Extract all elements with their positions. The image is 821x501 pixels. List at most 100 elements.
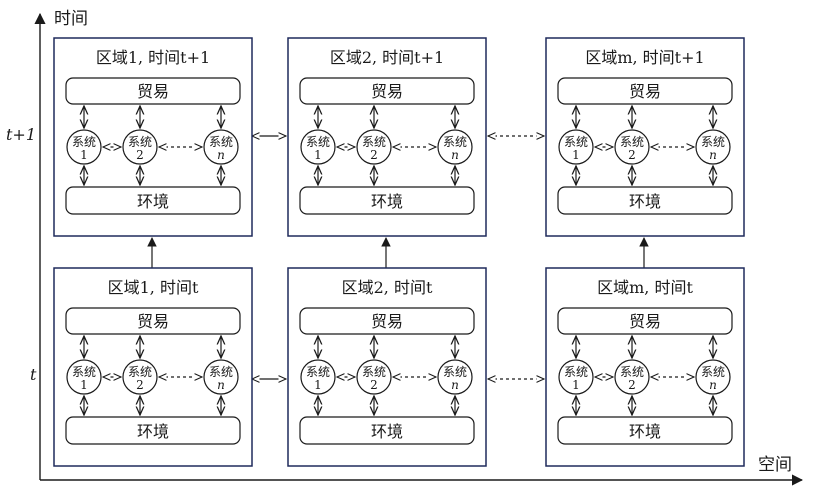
region-title: 区域m, 时间t	[597, 278, 693, 297]
system-node-3: 系统n	[203, 336, 239, 415]
region-title: 区域1, 时间t	[108, 278, 199, 297]
system-index: n	[217, 148, 225, 162]
system-label: 系统	[620, 365, 644, 379]
trade-bar	[557, 77, 733, 105]
system-circle	[437, 359, 473, 395]
system-index: 2	[370, 148, 378, 162]
system-node-1: 系统1	[66, 106, 102, 185]
system-label: 系统	[306, 365, 330, 379]
trade-bar	[65, 307, 241, 335]
system-index: 2	[136, 148, 144, 162]
environment-bar	[557, 416, 733, 445]
system-label: 系统	[306, 135, 330, 149]
system-circle	[122, 359, 158, 395]
environment-bar	[299, 416, 475, 445]
system-label: 系统	[128, 135, 152, 149]
trade-label: 贸易	[629, 312, 661, 331]
system-circle	[558, 129, 594, 165]
trade-bar	[65, 77, 241, 105]
system-circle	[300, 359, 336, 395]
environment-label: 环境	[629, 422, 661, 441]
system-circle	[356, 359, 392, 395]
system-index: n	[217, 378, 225, 392]
system-node-1: 系统1	[558, 106, 594, 185]
environment-bar	[557, 186, 733, 215]
system-index: n	[451, 378, 459, 392]
system-circle	[558, 359, 594, 395]
row-label-upper: t+1	[6, 125, 36, 144]
system-circle	[356, 129, 392, 165]
system-node-3: 系统n	[437, 336, 473, 415]
system-node-1: 系统1	[300, 106, 336, 185]
environment-label: 环境	[137, 192, 169, 211]
system-index: 2	[628, 148, 636, 162]
system-node-2: 系统2	[356, 336, 392, 415]
system-label: 系统	[362, 365, 386, 379]
system-circle	[695, 129, 731, 165]
system-node-2: 系统2	[122, 336, 158, 415]
trade-label: 贸易	[137, 82, 169, 101]
system-index: n	[451, 148, 459, 162]
system-circle	[614, 359, 650, 395]
system-node-3: 系统n	[203, 106, 239, 185]
system-label: 系统	[362, 135, 386, 149]
system-label: 系统	[620, 135, 644, 149]
system-label: 系统	[443, 135, 467, 149]
system-label: 系统	[443, 365, 467, 379]
environment-label: 环境	[371, 422, 403, 441]
space-links	[252, 136, 544, 379]
trade-label: 贸易	[137, 312, 169, 331]
system-circle	[122, 129, 158, 165]
trade-label: 贸易	[629, 82, 661, 101]
system-node-1: 系统1	[300, 336, 336, 415]
system-index: 1	[572, 378, 580, 392]
system-node-3: 系统n	[695, 106, 731, 185]
system-label: 系统	[209, 135, 233, 149]
environment-label: 环境	[371, 192, 403, 211]
time-axis-label: 时间	[54, 9, 88, 29]
system-node-3: 系统n	[695, 336, 731, 415]
system-node-2: 系统2	[356, 106, 392, 185]
system-circle	[66, 129, 102, 165]
system-label: 系统	[701, 135, 725, 149]
system-circle	[614, 129, 650, 165]
time-links	[147, 237, 649, 268]
system-node-2: 系统2	[614, 106, 650, 185]
system-circle	[300, 129, 336, 165]
system-index: 1	[80, 378, 88, 392]
system-label: 系统	[564, 365, 588, 379]
system-index: n	[709, 148, 717, 162]
system-label: 系统	[72, 135, 96, 149]
system-index: 2	[370, 378, 378, 392]
system-label: 系统	[128, 365, 152, 379]
system-index: 2	[628, 378, 636, 392]
environment-bar	[65, 416, 241, 445]
trade-label: 贸易	[371, 82, 403, 101]
system-label: 系统	[701, 365, 725, 379]
system-circle	[203, 359, 239, 395]
region-title: 区域1, 时间t+1	[96, 48, 210, 67]
system-circle	[437, 129, 473, 165]
row-label-lower: t	[30, 365, 37, 384]
system-index: n	[709, 378, 717, 392]
region-title: 区域m, 时间t+1	[585, 48, 704, 67]
trade-bar	[557, 307, 733, 335]
environment-label: 环境	[629, 192, 661, 211]
region-title: 区域2, 时间t+1	[330, 48, 444, 67]
environment-label: 环境	[137, 422, 169, 441]
space-axis-label: 空间	[758, 455, 792, 475]
system-label: 系统	[209, 365, 233, 379]
system-circle	[66, 359, 102, 395]
system-node-1: 系统1	[558, 336, 594, 415]
system-label: 系统	[72, 365, 96, 379]
trade-label: 贸易	[371, 312, 403, 331]
system-index: 1	[572, 148, 580, 162]
